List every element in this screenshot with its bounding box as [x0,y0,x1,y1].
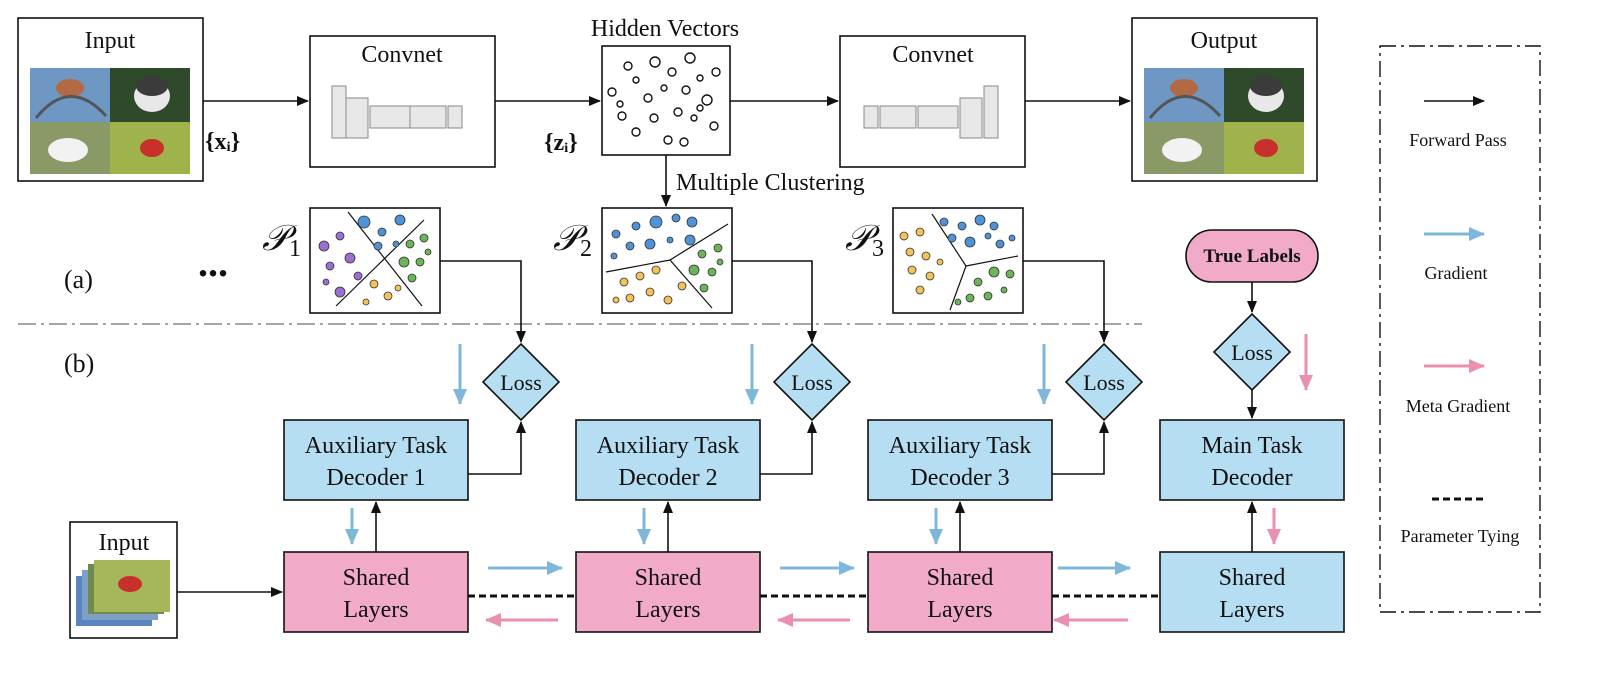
legend-parameter-tying: Parameter Tying [1401,526,1520,546]
main-task-decoder: Main Task Decoder [1159,419,1345,501]
partition-2-box [601,207,733,314]
convnet-encoder-title: Convnet [361,42,443,68]
partition-to-loss-links [440,260,1257,419]
svg-text:1: 1 [289,236,301,262]
input-title: Input [85,28,136,54]
svg-text:Shared: Shared [635,565,702,591]
partition-label-1: 𝒫 1 [262,218,301,262]
aux-decoder-2: Auxiliary Task Decoder 2 [575,419,761,501]
hidden-vectors-title: Hidden Vectors [591,16,739,42]
input-image-panel: Input [17,17,204,182]
svg-text:Shared: Shared [343,565,410,591]
svg-text:3: 3 [872,236,884,262]
legend-forward-pass: Forward Pass [1409,130,1507,150]
output-image-grid [1144,68,1304,174]
svg-text:Decoder 1: Decoder 1 [326,465,425,491]
svg-text:Decoder 2: Decoder 2 [618,465,717,491]
forward-arrows-shared-to-decoder [371,501,1257,552]
svg-text:Loss: Loss [1231,340,1273,365]
svg-text:Loss: Loss [500,370,542,395]
input-b-box: Input [69,521,178,639]
x-i-label: {xᵢ} [205,129,240,155]
gradient-arrows-decoder-to-shared [345,508,943,545]
svg-text:Loss: Loss [1083,370,1125,395]
hidden-vectors-box [601,45,731,156]
encoder-layer-stack [331,85,463,139]
loss-node-main: Loss [1212,312,1292,392]
svg-text:Layers: Layers [927,597,992,623]
shared-layers-3: Shared Layers [867,551,1053,633]
aux-decoder-3: Auxiliary Task Decoder 3 [867,419,1053,501]
partition-label-2: 𝒫 2 [553,218,592,262]
svg-text:Auxiliary Task: Auxiliary Task [889,433,1032,459]
partition-1-box [309,207,441,314]
legend-gradient: Gradient [1425,263,1488,283]
z-i-label: {zᵢ} [544,130,578,156]
loss-node-3: Loss [1064,342,1144,422]
panel-a-tag: (a) [64,265,93,294]
input-image-grid [30,68,190,174]
input-b-title: Input [99,530,150,556]
legend-border [1379,45,1541,613]
svg-text:Auxiliary Task: Auxiliary Task [597,433,740,459]
multiple-clustering-label: Multiple Clustering [676,170,865,196]
svg-text:Auxiliary Task: Auxiliary Task [305,433,448,459]
output-image-panel: Output [1131,17,1318,182]
svg-text:Decoder 3: Decoder 3 [910,465,1009,491]
input-b-image-stack [76,560,170,626]
panel-b-tag: (b) [64,349,94,378]
aux-decoder-1: Auxiliary Task Decoder 1 [283,419,469,501]
svg-text:Layers: Layers [343,597,408,623]
partition-label-3: 𝒫 3 [845,218,884,262]
svg-text:Shared: Shared [1219,565,1286,591]
true-labels-node: True Labels [1185,229,1319,283]
gradient-arrows-into-decoders [453,344,1051,405]
svg-text:Loss: Loss [791,370,833,395]
loss-node-2: Loss [772,342,852,422]
decoder-layer-stack [863,85,999,139]
svg-text:Layers: Layers [1219,597,1284,623]
legend: Forward Pass Gradient Meta Gradient Para… [1379,45,1541,613]
decoder-to-loss-links [468,421,1109,475]
shared-layers-2: Shared Layers [575,551,761,633]
output-title: Output [1191,28,1258,54]
partition-3-box [892,207,1024,314]
svg-text:Decoder: Decoder [1211,465,1292,491]
convnet-decoder: Convnet [839,35,1026,168]
shared-layers-1: Shared Layers [283,551,469,633]
true-labels-text: True Labels [1203,246,1300,267]
ellipsis: ... [198,240,228,285]
svg-text:Main Task: Main Task [1201,433,1302,459]
shared-layers-main: Shared Layers [1159,551,1345,633]
convnet-encoder: Convnet [309,35,496,168]
loss-node-1: Loss [481,342,561,422]
svg-text:Layers: Layers [635,597,700,623]
svg-text:Shared: Shared [927,565,994,591]
convnet-decoder-title: Convnet [892,42,974,68]
legend-meta-gradient: Meta Gradient [1406,396,1510,416]
svg-text:2: 2 [580,236,592,262]
